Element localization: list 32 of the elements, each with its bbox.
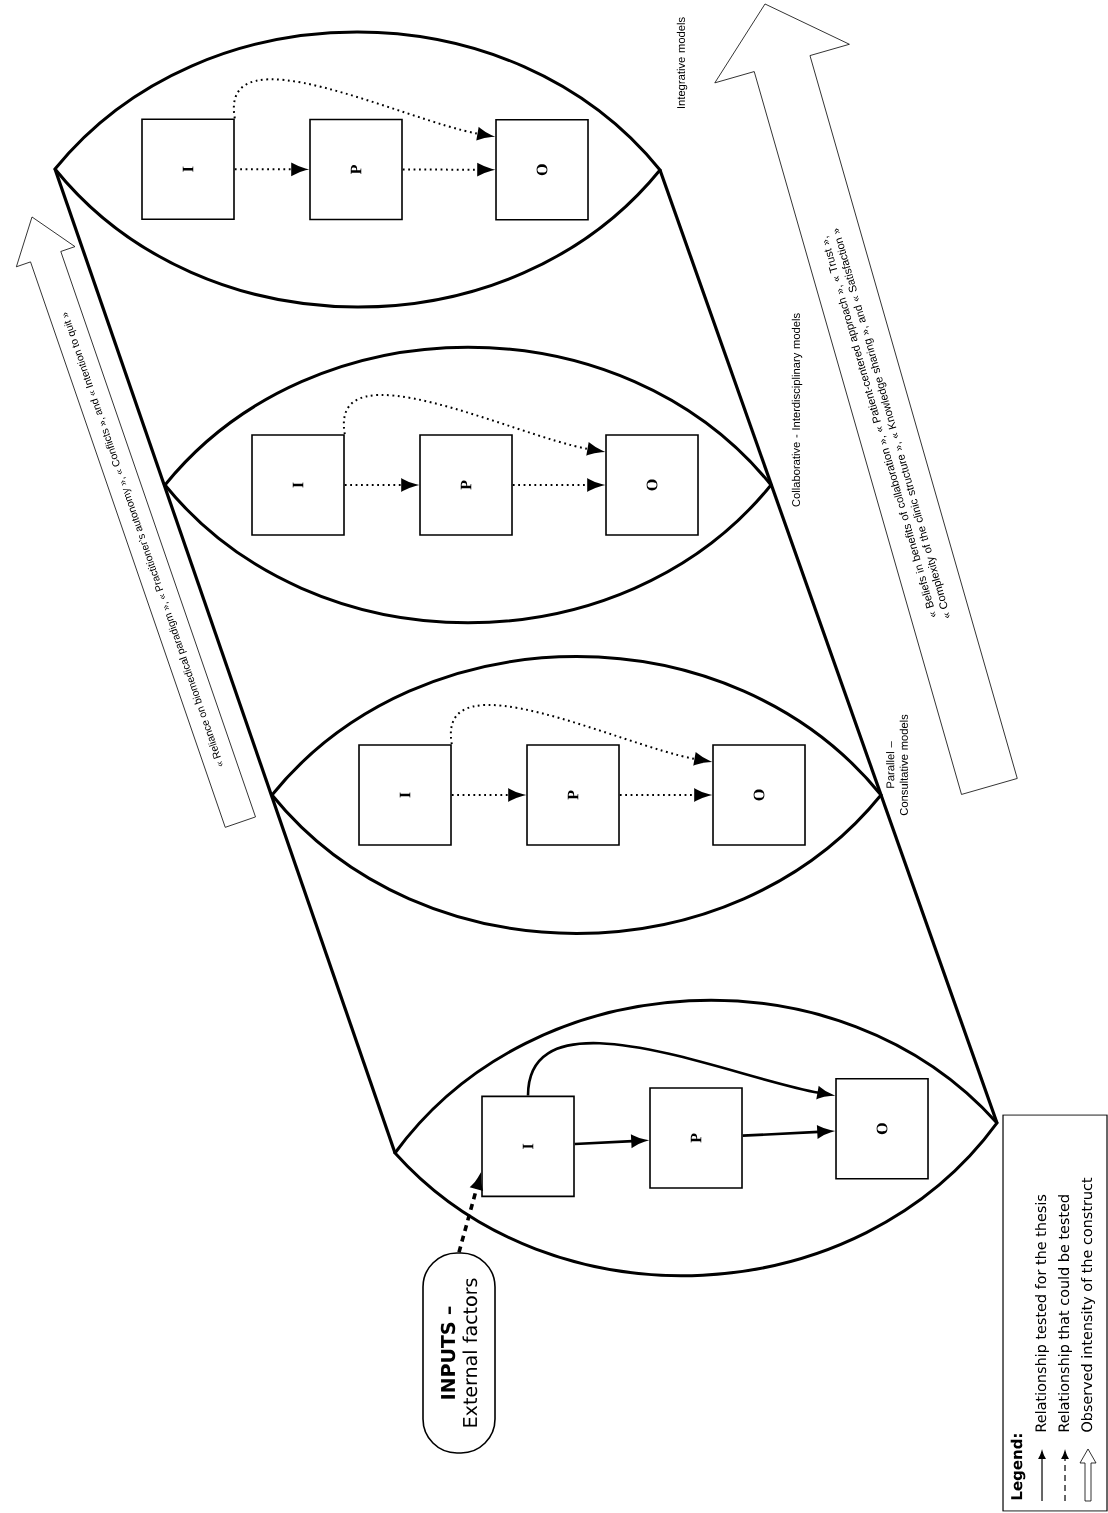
arrow (618, 788, 710, 802)
arrow (742, 1125, 832, 1138)
process-box: P (309, 118, 403, 221)
rounded-box: INPUTS – External factors (422, 1252, 496, 1454)
process-box: I (481, 1095, 575, 1198)
legend-text: Observed intensity of the construct (1081, 1177, 1095, 1432)
legend-text: Relationship that could be tested (1058, 1195, 1072, 1432)
arrow (343, 478, 417, 492)
model-label: Integrative models (676, 17, 688, 108)
model-label: Collaborative - Interdisciplinary models (791, 313, 803, 507)
process-box: P (419, 434, 513, 536)
process-box: P (526, 744, 620, 846)
arrow (233, 78, 493, 140)
process-box: O (605, 434, 699, 536)
process-box: I (251, 434, 345, 536)
arrow (450, 788, 524, 802)
process-box: I (141, 118, 235, 220)
arrow (233, 163, 307, 176)
process-box: O (712, 744, 806, 846)
arrow (343, 394, 603, 456)
process-box: I (358, 744, 452, 846)
arrow (401, 163, 493, 176)
arrow (450, 704, 710, 766)
process-box: O (495, 119, 589, 221)
lens-shape (53, 30, 662, 309)
lens-shape (393, 999, 999, 1277)
process-box: P (649, 1087, 743, 1189)
legend-text: Relationship tested for the thesis (1035, 1194, 1049, 1432)
process-box: O (835, 1077, 929, 1180)
lens-shape (270, 655, 883, 935)
arrow (511, 478, 603, 492)
legend-heading: Legend: (1010, 1434, 1026, 1500)
